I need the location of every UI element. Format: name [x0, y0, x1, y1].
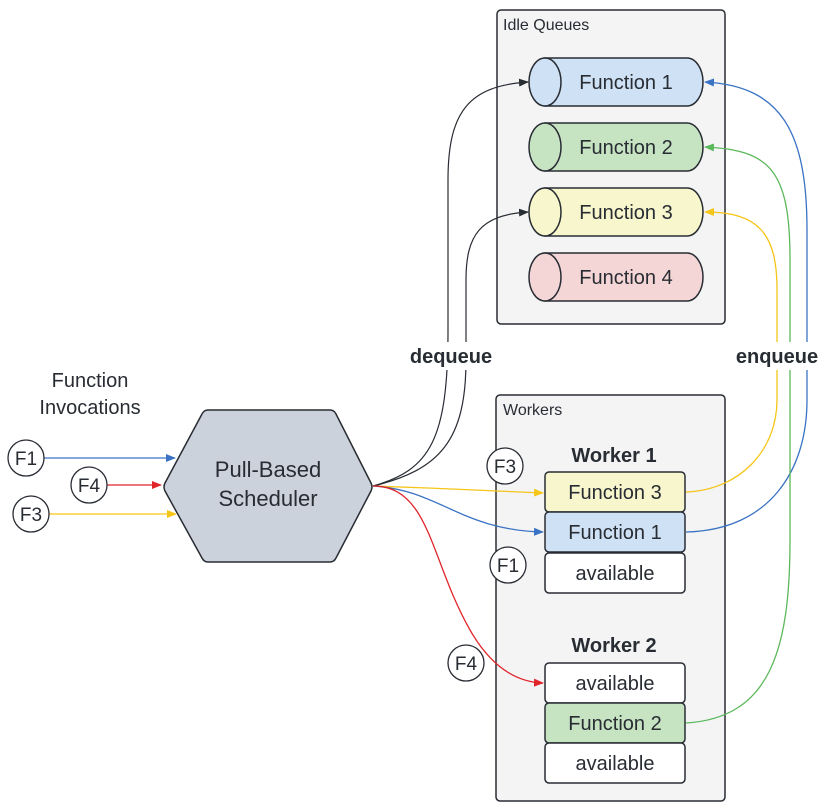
enqueue-arrow-function-1 [685, 78, 808, 533]
dispatch-marker-label: F3 [494, 457, 516, 478]
queue-function-4: Function 4 [528, 252, 704, 302]
dequeue-label-bg [400, 342, 500, 370]
worker-1: Worker 1 Function 3 Function 1 available [544, 445, 686, 594]
scheduler-label-line1: Pull-Based [215, 457, 321, 482]
invocation-label: F1 [15, 449, 37, 470]
invocations-title-line2: Invocations [39, 397, 140, 419]
invocation-label: F3 [20, 505, 42, 526]
idle-queues-title: Idle Queues [503, 17, 589, 34]
scheduler-label-line2: Scheduler [218, 486, 317, 511]
pull-based-scheduler: Pull-Based Scheduler [163, 409, 373, 563]
enqueue-label: enqueue [736, 346, 818, 368]
queue-label: Function 2 [579, 137, 672, 159]
worker-2: Worker 2 available Function 2 available [544, 635, 686, 784]
dispatch-arrow-f3 [372, 485, 544, 497]
queue-label: Function 3 [579, 202, 672, 224]
worker-slot-label: available [576, 673, 655, 695]
dispatch-arrow-f1 [372, 485, 544, 536]
dequeue-arrow-function-1 [372, 78, 529, 487]
worker-name: Worker 1 [571, 445, 656, 467]
dispatch-marker-f3: F3 [486, 447, 524, 485]
worker-slot-label: available [576, 753, 655, 775]
dispatch-arrow-f4 [372, 485, 544, 687]
invocation-f4: F4 [70, 466, 108, 504]
invocation-f1: F1 [7, 439, 45, 477]
worker-slot-label: available [576, 563, 655, 585]
queue-function-2: Function 2 [528, 122, 704, 172]
worker-name: Worker 2 [571, 635, 656, 657]
worker-slot [544, 511, 686, 553]
invocation-label: F4 [78, 476, 101, 497]
dispatch-marker-f1: F1 [489, 546, 527, 584]
enqueue-arrow-function-2 [685, 143, 791, 724]
queue-label: Function 1 [579, 72, 672, 94]
dequeue-label: dequeue [410, 346, 492, 368]
enqueue-label-bg [725, 342, 829, 370]
worker-slot [544, 742, 686, 784]
worker-slot-label: Function 2 [568, 713, 661, 735]
dispatch-marker-f4: F4 [447, 644, 485, 682]
workers-title: Workers [503, 402, 562, 419]
enqueue-arrow-function-3 [685, 208, 778, 493]
worker-slot-label: Function 3 [568, 482, 661, 504]
worker-slot [544, 552, 686, 594]
queue-function-1: Function 1 [528, 57, 704, 107]
invocation-f3: F3 [12, 495, 50, 533]
dispatch-marker-label: F4 [455, 654, 478, 675]
queue-label: Function 4 [579, 267, 672, 289]
invocations-title-line1: Function [52, 370, 129, 392]
queue-function-3: Function 3 [528, 187, 704, 237]
worker-slot-label: Function 1 [568, 522, 661, 544]
dispatch-marker-label: F1 [497, 556, 519, 577]
